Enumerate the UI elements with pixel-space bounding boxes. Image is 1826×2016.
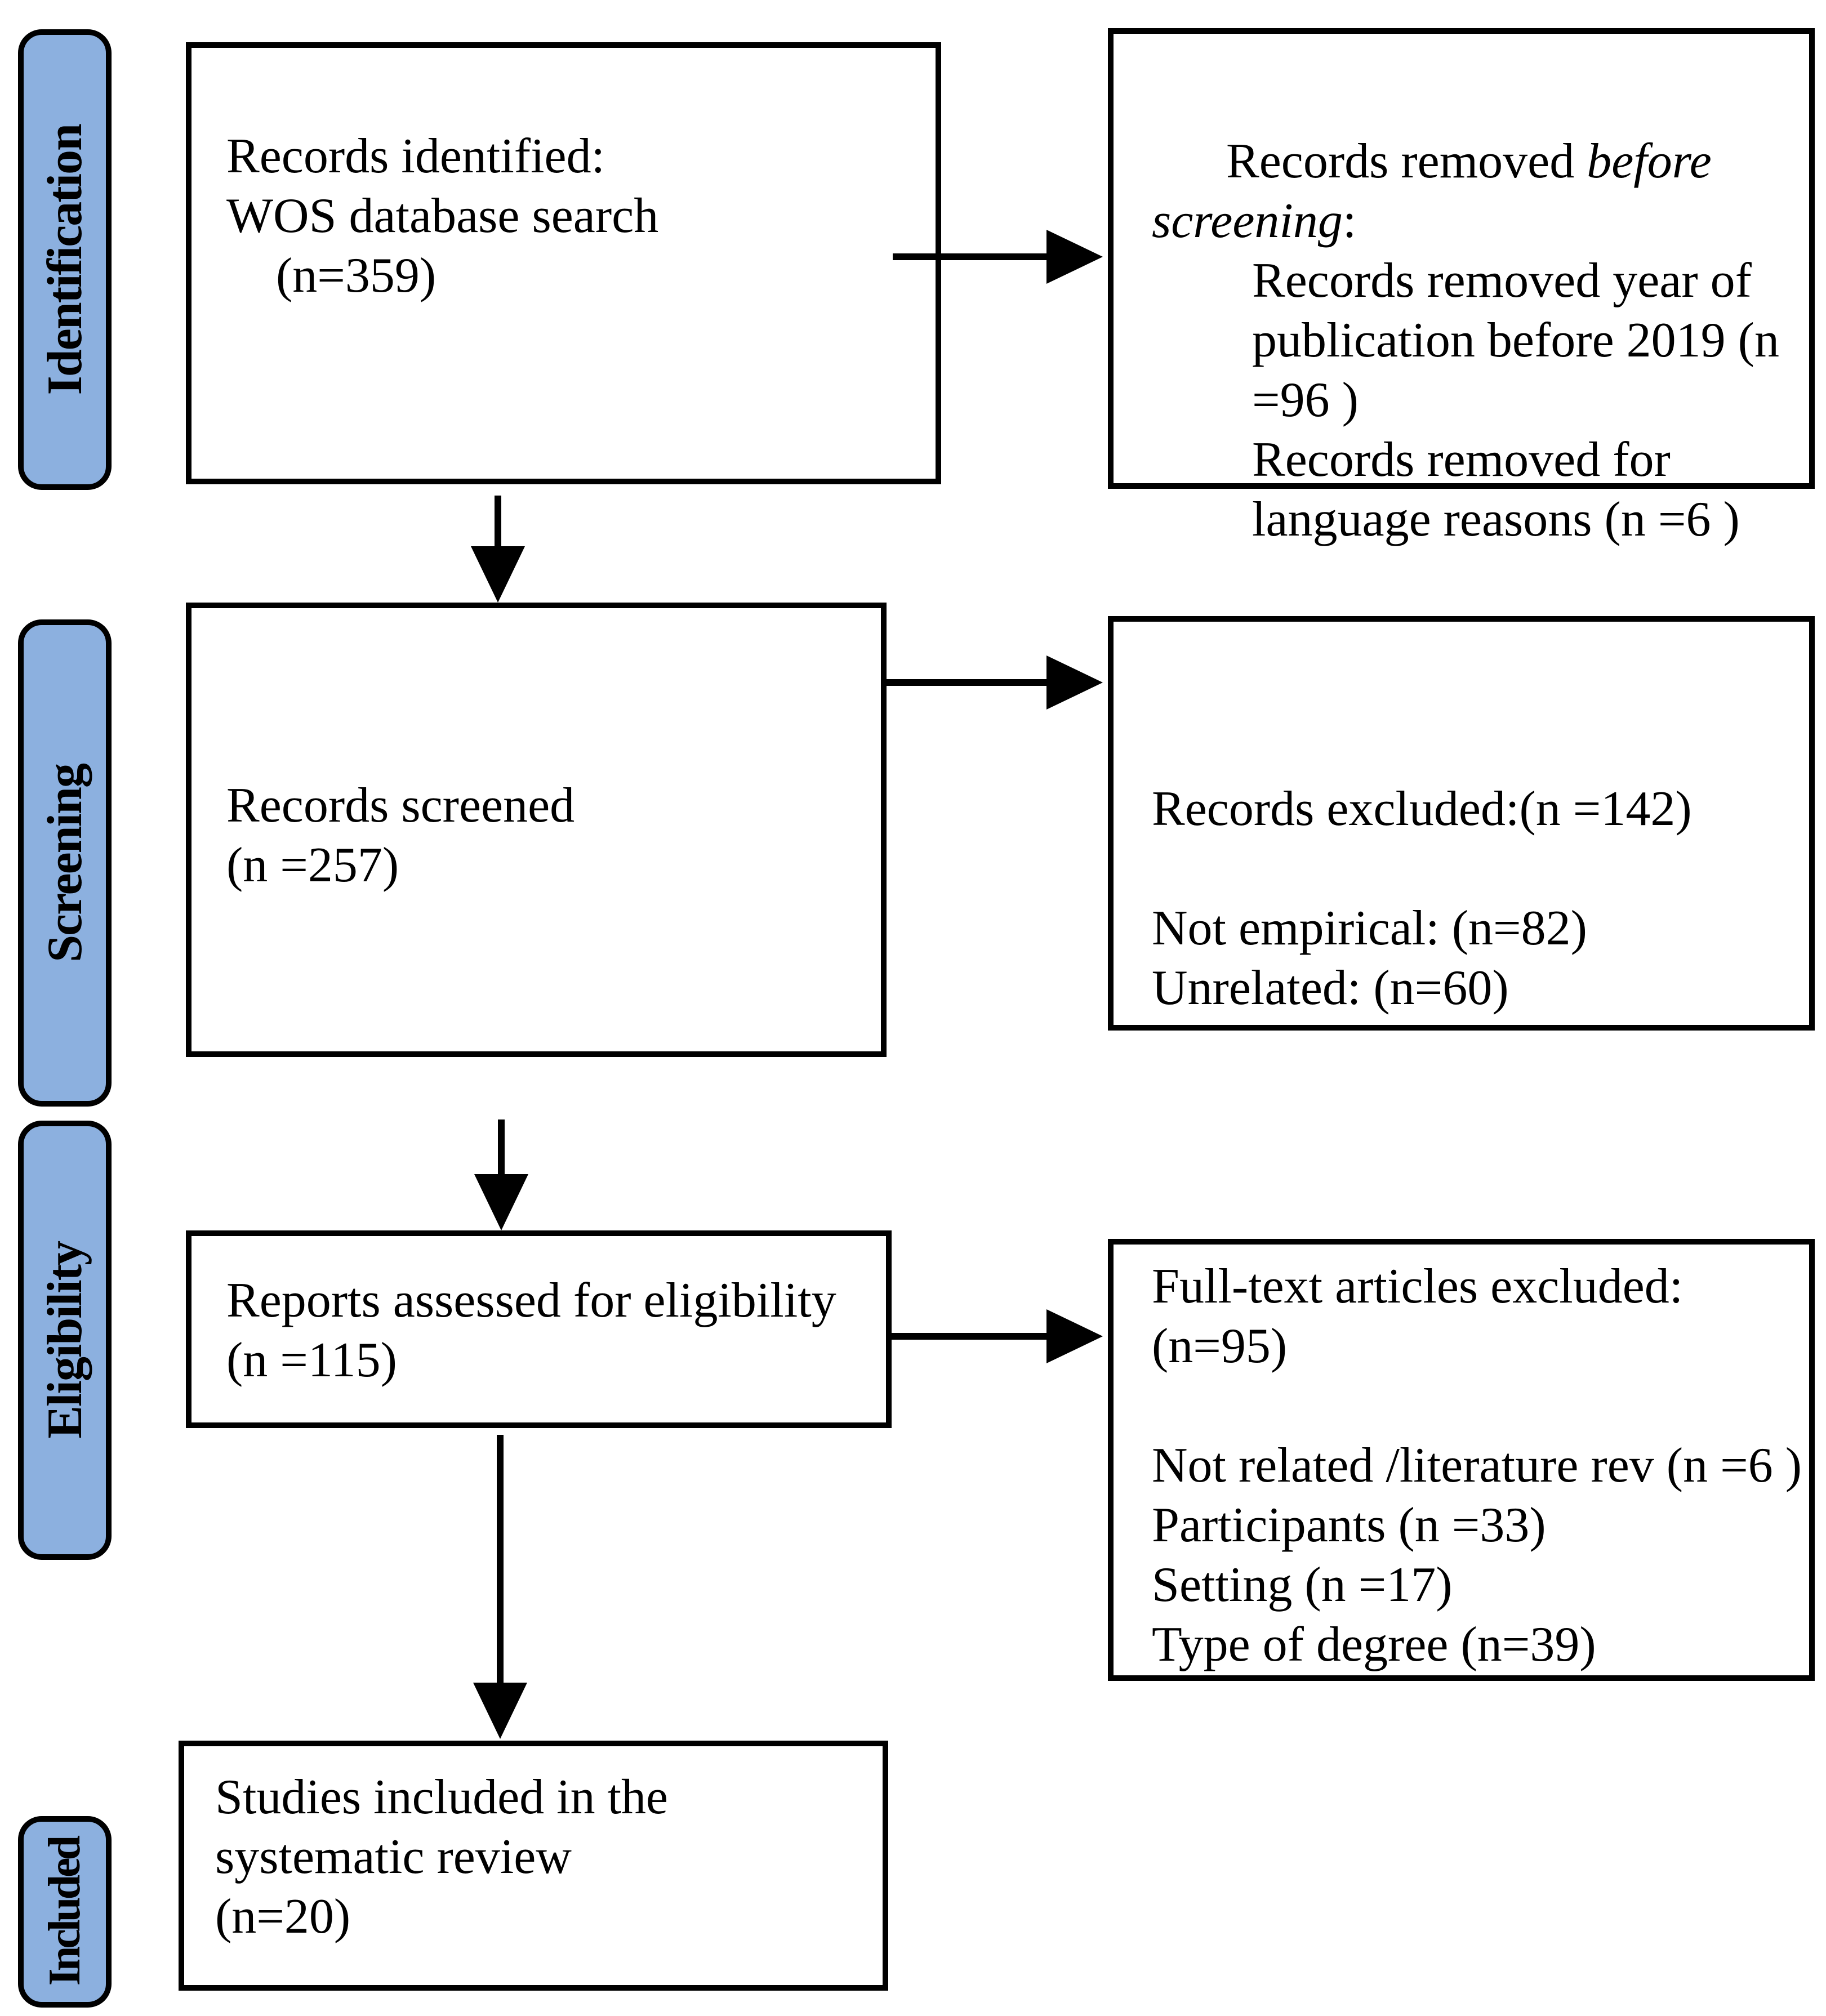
- arrow-head-down-icon: [471, 546, 525, 603]
- stage-label-eligibility: Eligibility: [18, 1121, 112, 1560]
- box-reports-assessed-text: Reports assessed for eligibility (n =115…: [226, 1273, 836, 1388]
- arrow-shaft: [889, 1333, 1049, 1340]
- stage-label-identification-text: Identification: [37, 124, 92, 395]
- box-fulltext-excluded: Full-text articles excluded: (n=95) Not …: [1108, 1239, 1815, 1681]
- removed-before-screening-details: Records removed year of publication befo…: [1252, 253, 1779, 547]
- arrow-head-down-icon: [473, 1683, 527, 1739]
- arrow-head-right-icon: [1046, 1309, 1103, 1363]
- box-records-excluded: Records excluded:(n =142) Not empirical:…: [1108, 616, 1815, 1031]
- box-records-screened: Records screened (n =257): [186, 603, 887, 1057]
- removed-before-screening-italic: before screening: [1152, 134, 1712, 248]
- box-records-removed-before-screening: Records removed before screening:Records…: [1108, 28, 1815, 547]
- arrow-shaft: [495, 496, 501, 549]
- box-reports-assessed: Reports assessed for eligibility (n =115…: [186, 1230, 892, 1428]
- stage-label-eligibility-text: Eligibility: [37, 1242, 92, 1439]
- box-fulltext-excluded-text: Full-text articles excluded: (n=95) Not …: [1152, 1259, 1802, 1672]
- box-studies-included-text: Studies included in the systematic revie…: [215, 1770, 669, 1944]
- stage-label-screening-text: Screening: [37, 764, 92, 962]
- arrow-head-down-icon: [474, 1174, 528, 1230]
- box-records-identified-text: Records identified: WOS database search …: [226, 129, 659, 303]
- box-records-identified: Records identified: WOS database search …: [186, 42, 941, 484]
- box-studies-included: Studies included in the systematic revie…: [179, 1741, 888, 1991]
- arrow-head-right-icon: [1046, 230, 1103, 284]
- removed-before-screening-prefix: Records removed: [1226, 134, 1587, 189]
- box-records-excluded-text: Records excluded:(n =142) Not empirical:…: [1152, 782, 1692, 1015]
- removed-before-screening-suffix: :: [1342, 194, 1357, 248]
- arrow-head-right-icon: [1046, 655, 1103, 710]
- arrow-shaft: [498, 1119, 505, 1177]
- arrow-shaft: [497, 1435, 504, 1685]
- stage-label-identification: Identification: [18, 29, 112, 490]
- stage-label-screening: Screening: [18, 619, 112, 1107]
- box-records-screened-text: Records screened (n =257): [226, 778, 575, 893]
- stage-label-included: Included: [18, 1816, 112, 2008]
- box-records-removed-before-screening-text: Records removed before screening:Records…: [1152, 72, 1803, 669]
- arrow-shaft: [884, 679, 1049, 686]
- arrow-shaft: [893, 253, 1053, 260]
- stage-label-included-text: Included: [39, 1837, 90, 1986]
